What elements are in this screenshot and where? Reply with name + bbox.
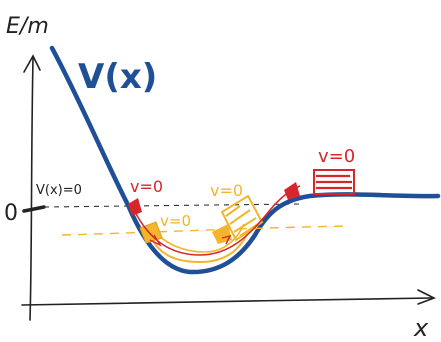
x-axis-label: x	[413, 314, 429, 342]
y-axis-label: E/m	[6, 14, 49, 39]
red-left-label: v=0	[130, 177, 163, 196]
yellow-oscillation-path	[147, 231, 249, 264]
x-axis-arrow	[417, 289, 436, 305]
x-axis	[21, 297, 433, 306]
zero-potential-label: V(x)=0	[36, 183, 82, 198]
potential-curve-label: V(x)	[78, 57, 157, 97]
red-block-right	[313, 169, 355, 195]
red-arrow-1	[149, 234, 162, 247]
origin-label: 0	[4, 201, 18, 226]
y-axis-arrow	[23, 54, 41, 73]
red-arrow-2	[221, 234, 232, 245]
origin-tick	[22, 205, 46, 213]
red-trajectory	[134, 185, 301, 256]
zero-potential-line	[43, 203, 301, 208]
yellow-left-label: v=0	[160, 212, 191, 230]
red-block-left	[128, 198, 142, 216]
yellow-block-right	[212, 194, 264, 244]
yellow-right-label: v=0	[210, 181, 243, 200]
axes	[21, 54, 436, 321]
red-block-mid	[284, 182, 300, 200]
yellow-oscillation-path-return	[151, 223, 245, 253]
yellow-energy-level	[61, 225, 351, 236]
red-right-label: v=0	[318, 146, 355, 167]
y-axis	[29, 57, 34, 321]
